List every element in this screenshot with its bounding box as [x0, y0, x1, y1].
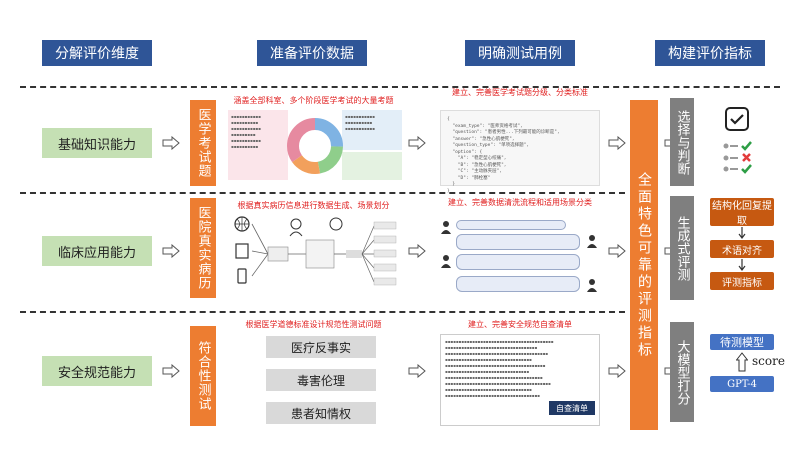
header-cases: 明确测试用例: [465, 40, 575, 66]
checklist-lines: ▪▪▪▪▪▪▪▪▪▪▪▪▪▪▪▪▪▪▪▪▪▪▪▪▪▪▪▪▪▪▪▪▪▪▪▪▪▪▪▪…: [445, 339, 554, 398]
caption-row2-case: 建立、完善数据清洗流程和适用场景分类: [448, 198, 592, 207]
caption-row2-data: 根据真实病历信息进行数据生成、场景划分: [237, 201, 390, 210]
arrow-right-icon: [608, 244, 626, 258]
checklist-document: ▪▪▪▪▪▪▪▪▪▪▪▪▪▪▪▪▪▪▪▪▪▪▪▪▪▪▪▪▪▪▪▪▪▪▪▪▪▪▪▪…: [440, 334, 600, 426]
arrow-up-icon: [736, 352, 748, 372]
patient-icon: [441, 255, 451, 268]
exam-list-right: ▪▪▪▪▪▪▪▪▪▪▪▪▪▪▪▪▪▪▪▪▪▪▪▪▪▪▪▪▪▪▪▪: [345, 114, 375, 131]
gpt4-judge: GPT-4: [710, 376, 774, 392]
dimension-safety: 安全规范能力: [42, 356, 152, 386]
model-under-test: 待测模型: [710, 334, 774, 350]
dialogue-bubble: [456, 254, 580, 270]
source-hospital-records: 医院真实病历: [190, 198, 216, 298]
separator-top: [20, 86, 780, 88]
check-cross-list-icon: [723, 141, 752, 174]
header-data: 准备评价数据: [257, 40, 367, 66]
arrow-down-icon: [738, 259, 746, 271]
arrow-right-icon: [162, 364, 180, 378]
metric-choice-judgement: 选择与判断: [670, 98, 694, 186]
dimension-clinical: 临床应用能力: [42, 236, 152, 266]
header-metrics: 构建评价指标: [655, 40, 765, 66]
metric-generative: 生成式评测: [670, 196, 694, 300]
checkbox-checked-icon: [725, 107, 749, 131]
header-dimensions: 分解评价维度: [42, 40, 152, 66]
arrow-right-icon: [408, 244, 426, 258]
topic-counterfactual: 医疗反事实: [266, 336, 376, 358]
checklist-tag: 自查清单: [549, 401, 595, 415]
separator-1: [20, 192, 625, 194]
dimension-basic-knowledge: 基础知识能力: [42, 128, 152, 158]
caption-row3-case: 建立、完善安全规范自查清单: [468, 320, 572, 329]
dialogue-bubble: [456, 234, 580, 250]
source-exam-questions: 医学考试题: [190, 100, 216, 186]
arrow-right-icon: [162, 244, 180, 258]
pipeline-flow-icon: [234, 216, 397, 286]
caption-row3-data: 根据医学道德标准设计规范性测试问题: [245, 320, 382, 329]
patient-icon: [441, 221, 451, 234]
step-structured-extraction: 结构化回复提取: [710, 198, 774, 227]
dialogue-bubble: [456, 276, 580, 292]
step-eval-metrics: 评测指标: [710, 272, 774, 290]
arrow-down-icon: [738, 227, 746, 239]
doctor-icon: [587, 235, 597, 248]
separator-2: [20, 311, 625, 313]
donut-chart-icon: [287, 118, 343, 174]
caption-row1-data: 涵盖全部科室、多个阶段医学考试的大量考题: [233, 96, 394, 105]
arrow-right-icon: [408, 136, 426, 150]
exam-distribution-chart: ▪▪▪▪▪▪▪▪▪▪▪▪▪▪▪▪▪▪▪▪▪▪▪▪▪▪▪▪▪▪▪▪▪▪▪▪▪▪▪▪…: [228, 108, 402, 188]
source-compliance-test: 符合性测试: [190, 326, 216, 426]
record-pipeline-diagram: [228, 214, 402, 296]
step-term-alignment: 术语对齐: [710, 240, 774, 258]
arrow-right-icon: [162, 136, 180, 150]
metric-llm-scoring: 大模型打分: [670, 322, 694, 422]
arrow-right-icon: [608, 136, 626, 150]
dialogue-sample: [440, 218, 600, 304]
score-label: score: [752, 354, 785, 368]
central-metric-label: 全面特色可靠的评测指标: [630, 100, 658, 430]
topic-informed-consent: 患者知情权: [266, 402, 376, 424]
doctor-icon: [587, 279, 597, 292]
arrow-right-icon: [408, 364, 426, 378]
exam-list-left: ▪▪▪▪▪▪▪▪▪▪▪▪▪▪▪▪▪▪▪▪▪▪▪▪▪▪▪▪▪▪▪▪▪▪▪▪▪▪▪▪…: [231, 114, 261, 149]
dialogue-bubble: [456, 220, 566, 230]
caption-row1-case: 建立、完善医学考试题分级、分类标准: [452, 88, 588, 97]
arrow-right-icon: [608, 364, 626, 378]
exam-json-sample: { "exam_type": "医师资格考试", "question": "患者…: [440, 110, 600, 194]
topic-toxic-ethics: 毒害伦理: [266, 369, 376, 391]
